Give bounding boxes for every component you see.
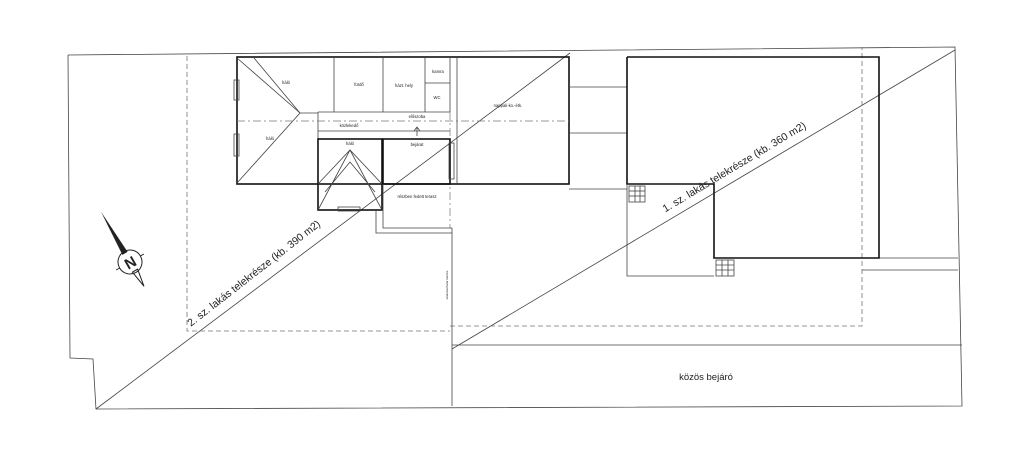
fence-note: telekrészhatár kerítés xyxy=(445,270,449,299)
room-label-furdo: fürdő xyxy=(354,82,364,87)
roof-hip-north xyxy=(253,57,301,114)
room-label-bejarat: bejárat xyxy=(411,142,425,147)
north-letter: N xyxy=(122,253,140,273)
room-label-wc: WC xyxy=(434,95,441,100)
room-label-haztartasi: házt. hely xyxy=(395,83,414,88)
terasz-outline xyxy=(382,184,452,229)
window-w2 xyxy=(233,133,240,157)
window-s1 xyxy=(337,206,361,212)
house-2-outline xyxy=(236,56,570,185)
room-label-halo2: háló xyxy=(266,136,275,141)
halo3-outline xyxy=(317,138,383,211)
diagonal-boundary-west xyxy=(95,52,571,410)
window-w1 xyxy=(233,79,240,101)
stairs-icon xyxy=(628,185,735,277)
room-label-eloszoba: előszoba xyxy=(409,114,426,119)
plot-1-dashed-boundary xyxy=(450,47,863,327)
room-label-kozlekedo: közlekedő xyxy=(340,123,360,128)
plot-2-label: 2. sz. lakás telekrésze (kb. 390 m2) xyxy=(185,218,323,329)
diagonal-boundary-east xyxy=(451,49,956,350)
room-label-halo3: háló xyxy=(346,141,355,146)
room-label-kamra: kamra xyxy=(432,69,444,74)
entrance-arrow-head xyxy=(413,126,421,132)
house-1-site-edge xyxy=(626,184,714,277)
terasz-inner xyxy=(375,210,452,234)
roof-hip-west xyxy=(236,57,301,184)
halo3-roof-right xyxy=(349,149,383,211)
site-boundary xyxy=(67,46,963,410)
halo3-roof-inner xyxy=(324,161,376,193)
plot-2-dashed-boundary xyxy=(186,56,450,332)
halo3-roof-left xyxy=(317,149,351,211)
north-arrow-icon xyxy=(101,211,145,287)
room-label-nappali: nappali-ko.-étk. xyxy=(494,103,523,108)
window-e1 xyxy=(448,142,455,180)
room-label-halo1: háló xyxy=(282,80,291,85)
halo3-roof xyxy=(317,149,383,185)
plot-1-label: 1. sz. lakás telekrésze (kb. 360 m2) xyxy=(661,120,809,215)
shared-entrance-label: közös bejáró xyxy=(679,372,733,383)
room-label-terasz: részben fedett terasz xyxy=(397,194,436,199)
bejarat-block xyxy=(382,138,451,185)
